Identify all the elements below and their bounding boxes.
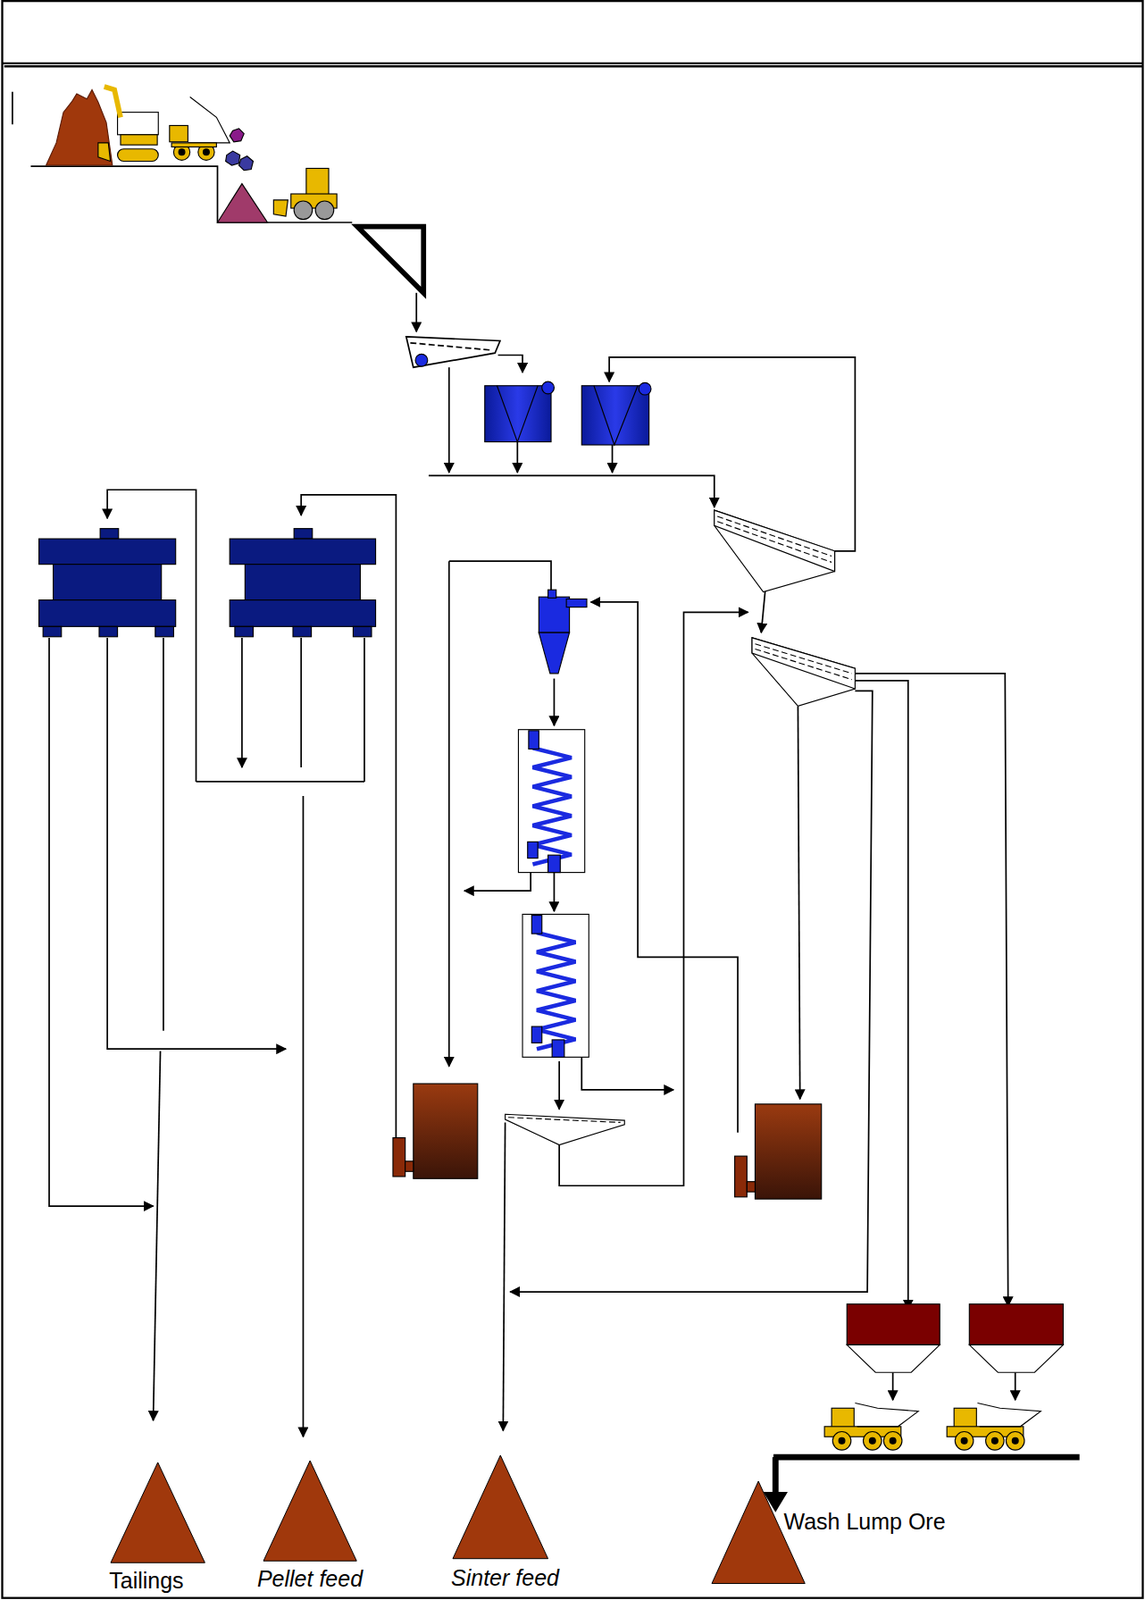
spiral-coil — [536, 932, 576, 1049]
stockpile-triangle — [262, 1459, 358, 1562]
stockpile: Pellet feed — [262, 1459, 358, 1562]
stockpile-label: Pellet feed — [257, 1565, 363, 1592]
stockpile-label: Tailings — [108, 1567, 184, 1594]
stockpile: Wash Lump Ore — [710, 1479, 806, 1585]
stockpile-triangle — [109, 1461, 206, 1563]
stockpile: Tailings — [109, 1461, 206, 1563]
stockpile-triangle — [451, 1454, 550, 1560]
stockpile: Sinter feed — [451, 1454, 550, 1560]
spiral-coil — [532, 747, 571, 864]
stockpile-label: Sinter feed — [451, 1564, 560, 1591]
stockpile-label: Wash Lump Ore — [784, 1508, 946, 1535]
